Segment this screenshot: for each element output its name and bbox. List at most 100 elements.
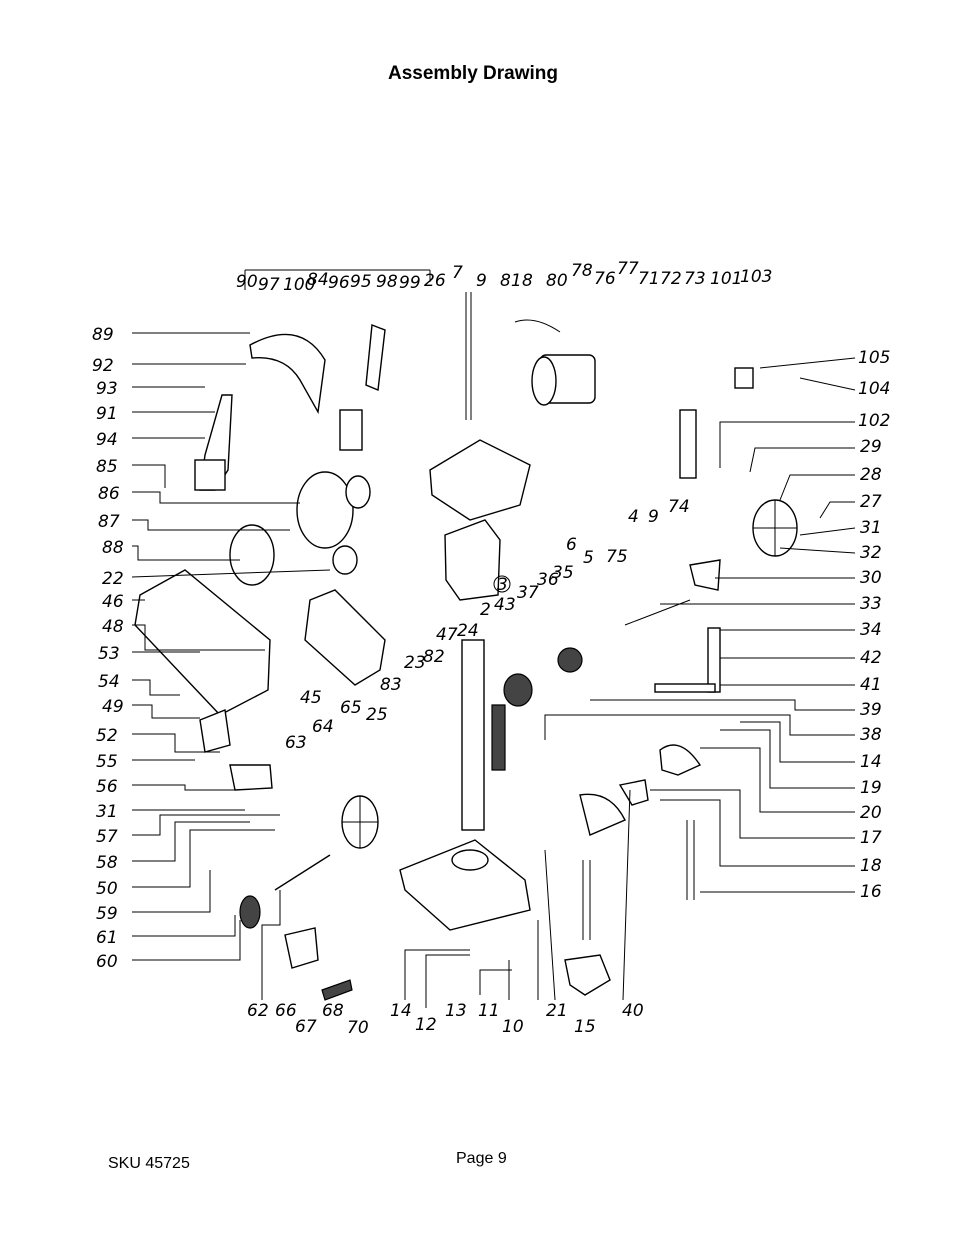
- callout: 99: [399, 273, 421, 293]
- callout: 26: [424, 271, 446, 291]
- callout: 5: [583, 548, 594, 568]
- callout: 9: [648, 507, 659, 527]
- callout: 34: [860, 620, 882, 640]
- callout-leader-lines: [131, 269, 856, 1008]
- callout: 24: [457, 621, 479, 641]
- callout: 43: [494, 595, 516, 615]
- callout: 64: [312, 717, 334, 737]
- callout: 22: [102, 569, 124, 589]
- callout: 83: [380, 675, 402, 695]
- callout: 67: [295, 1017, 317, 1037]
- callout: 81: [500, 271, 522, 291]
- callout: 102: [858, 411, 890, 431]
- callout: 70: [347, 1018, 369, 1038]
- callout: 9: [476, 271, 487, 291]
- page-title: Assembly Drawing: [388, 63, 558, 84]
- callout: 52: [96, 726, 118, 746]
- callouts-bottom: 62 66 67 68 70 14 12 13 11 10 21 15 40: [247, 1001, 644, 1038]
- callout: 48: [102, 617, 124, 637]
- callout: 89: [92, 325, 114, 345]
- callout: 62: [247, 1001, 269, 1021]
- callout: 41: [860, 675, 882, 695]
- callout: 38: [860, 725, 882, 745]
- callout: 2: [480, 600, 491, 620]
- callout: 101: [710, 269, 742, 289]
- callout: 68: [322, 1001, 344, 1021]
- callout: 21: [546, 1001, 568, 1021]
- callout: 105: [858, 348, 890, 368]
- callout: 97: [258, 275, 280, 295]
- callout: 59: [96, 904, 118, 924]
- callout: 42: [860, 648, 882, 668]
- callout: 47: [436, 625, 458, 645]
- callout: 86: [98, 484, 120, 504]
- callout: 91: [96, 404, 118, 424]
- callout: 15: [574, 1017, 596, 1037]
- callout: 104: [858, 379, 890, 399]
- callout: 92: [92, 356, 114, 376]
- callout: 14: [390, 1001, 412, 1021]
- callout: 12: [415, 1015, 437, 1035]
- callout: 94: [96, 430, 118, 450]
- callout: 98: [376, 272, 398, 292]
- sku-label: SKU 45725: [108, 1155, 190, 1172]
- callout: 46: [102, 592, 124, 612]
- callout: 54: [98, 672, 120, 692]
- callout: 11: [478, 1001, 500, 1021]
- page-number: Page 9: [456, 1150, 507, 1167]
- callout: 100: [283, 275, 315, 295]
- callout: 33: [860, 594, 882, 614]
- callout: 84: [307, 270, 329, 290]
- callout: 45: [300, 688, 322, 708]
- callout: 17: [860, 828, 882, 848]
- callout: 8: [522, 271, 533, 291]
- callout: 16: [860, 882, 882, 902]
- callout: 53: [98, 644, 120, 664]
- callout: 75: [606, 547, 628, 567]
- callout: 96: [328, 273, 350, 293]
- callout: 30: [860, 568, 882, 588]
- callout: 31: [96, 802, 118, 822]
- callout: 63: [285, 733, 307, 753]
- callout: 25: [366, 705, 388, 725]
- callouts-top: 90 97 100 84 96 95 98 99 26 7 9 81 8 80 …: [236, 259, 772, 295]
- callout: 49: [102, 697, 124, 717]
- callout: 90: [236, 272, 258, 292]
- callout: 78: [571, 261, 593, 281]
- callout: 56: [96, 777, 118, 797]
- callout: 32: [860, 543, 882, 563]
- callout: 72: [660, 269, 682, 289]
- callout: 36: [537, 570, 559, 590]
- callout: 27: [860, 492, 882, 512]
- callout: 95: [350, 272, 372, 292]
- callout: 13: [445, 1001, 467, 1021]
- callout: 74: [668, 497, 690, 517]
- callout: 55: [96, 752, 118, 772]
- callout: 35: [552, 563, 574, 583]
- callout: 39: [860, 700, 882, 720]
- callout: 73: [684, 269, 706, 289]
- callout: 31: [860, 518, 882, 538]
- callout: 14: [860, 752, 882, 772]
- callout: 61: [96, 928, 118, 948]
- callout: 23: [404, 653, 426, 673]
- drawing-parts: [134, 292, 798, 1001]
- callouts-right: 105 104 102 29 28 27 31 32 30 33 34 42 4…: [858, 348, 890, 902]
- callout: 37: [517, 583, 539, 603]
- callout: 77: [617, 259, 639, 279]
- callout: 50: [96, 879, 118, 899]
- callout: 10: [502, 1017, 524, 1037]
- callout: 18: [860, 856, 882, 876]
- callout: 58: [96, 853, 118, 873]
- callout: 87: [98, 512, 120, 532]
- callout: 3: [497, 575, 508, 595]
- callout: 19: [860, 778, 882, 798]
- callout: 93: [96, 379, 118, 399]
- callout: 60: [96, 952, 118, 972]
- callout: 6: [566, 535, 577, 555]
- callout: 29: [860, 437, 882, 457]
- callout: 7: [452, 263, 463, 283]
- callouts-left: 89 92 93 91 94 85 86 87 88 22 46 48 53 5…: [92, 325, 124, 972]
- callout: 57: [96, 827, 118, 847]
